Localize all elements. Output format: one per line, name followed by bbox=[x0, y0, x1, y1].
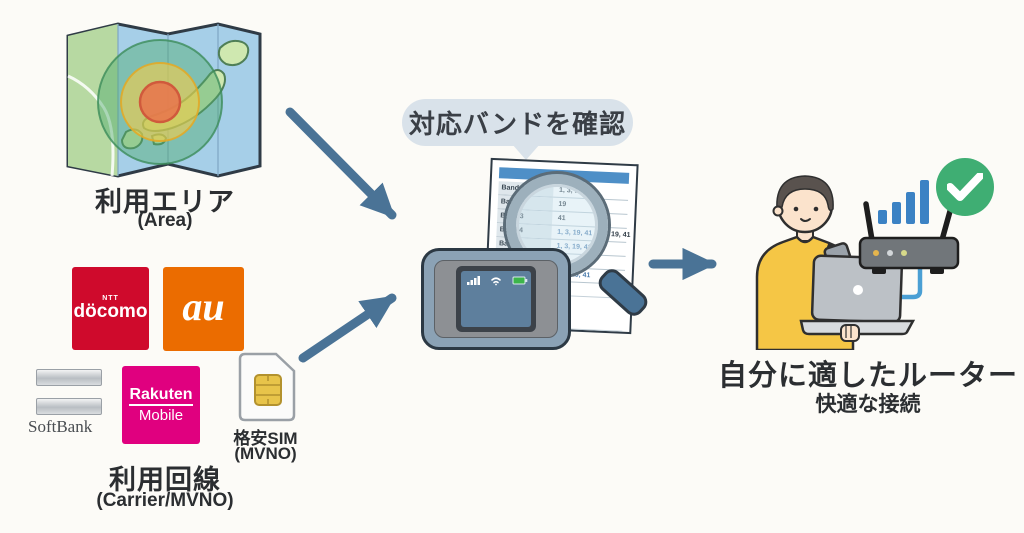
result-subtitle: 快適な接続 bbox=[815, 393, 921, 416]
band-check-bubble-label: 対応バンドを確認 bbox=[408, 109, 627, 139]
holding-hand bbox=[840, 324, 860, 342]
docomo-ntt-text: NTT bbox=[102, 295, 119, 302]
rakuten-logo: Rakuten Mobile bbox=[122, 366, 200, 444]
mobile-router-illustration bbox=[421, 248, 571, 350]
docomo-logo: NTT döcomo bbox=[72, 267, 149, 350]
softbank-bar-bottom bbox=[36, 398, 102, 415]
coverage-map-illustration bbox=[66, 22, 262, 178]
carrier-subtitle: (Carrier/MVNO) bbox=[96, 490, 234, 511]
sim-card-icon bbox=[238, 352, 296, 422]
mobile-router-panel bbox=[434, 260, 558, 338]
wifi-icon bbox=[491, 277, 501, 286]
band-check-bubble: 対応バンドを確認 bbox=[402, 99, 633, 146]
router-screen-status-icons bbox=[467, 276, 528, 286]
carrier-title: 利用回線 bbox=[109, 465, 221, 495]
sim-label-line2: (MVNO) bbox=[234, 444, 297, 463]
rakuten-line1: Rakuten bbox=[129, 386, 193, 406]
area-subtitle: (Area) bbox=[137, 210, 193, 231]
au-logo: au bbox=[163, 267, 244, 351]
result-title: 自分に適したルーター bbox=[717, 360, 1018, 392]
au-label: au bbox=[182, 283, 225, 329]
signal-strength-icon bbox=[878, 180, 929, 224]
check-icon bbox=[936, 158, 994, 216]
area-title: 利用エリア bbox=[95, 187, 235, 217]
signal-bars-icon bbox=[467, 276, 480, 285]
hair bbox=[776, 175, 834, 213]
softbank-bar-top bbox=[36, 369, 102, 386]
docomo-label: döcomo bbox=[73, 301, 148, 322]
softbank-label: SoftBank bbox=[28, 417, 93, 436]
bubble-tail bbox=[512, 144, 540, 160]
mobile-router-screen bbox=[461, 271, 531, 327]
band-row-extra: 19, 41 bbox=[610, 231, 631, 240]
sim-label-line1: 格安SIM bbox=[233, 429, 298, 448]
mobile-router-bezel bbox=[456, 266, 536, 332]
rakuten-line2: Mobile bbox=[138, 407, 184, 424]
person-illustration bbox=[755, 175, 916, 350]
battery-icon bbox=[512, 276, 528, 285]
wifi-router-illustration bbox=[858, 201, 960, 274]
